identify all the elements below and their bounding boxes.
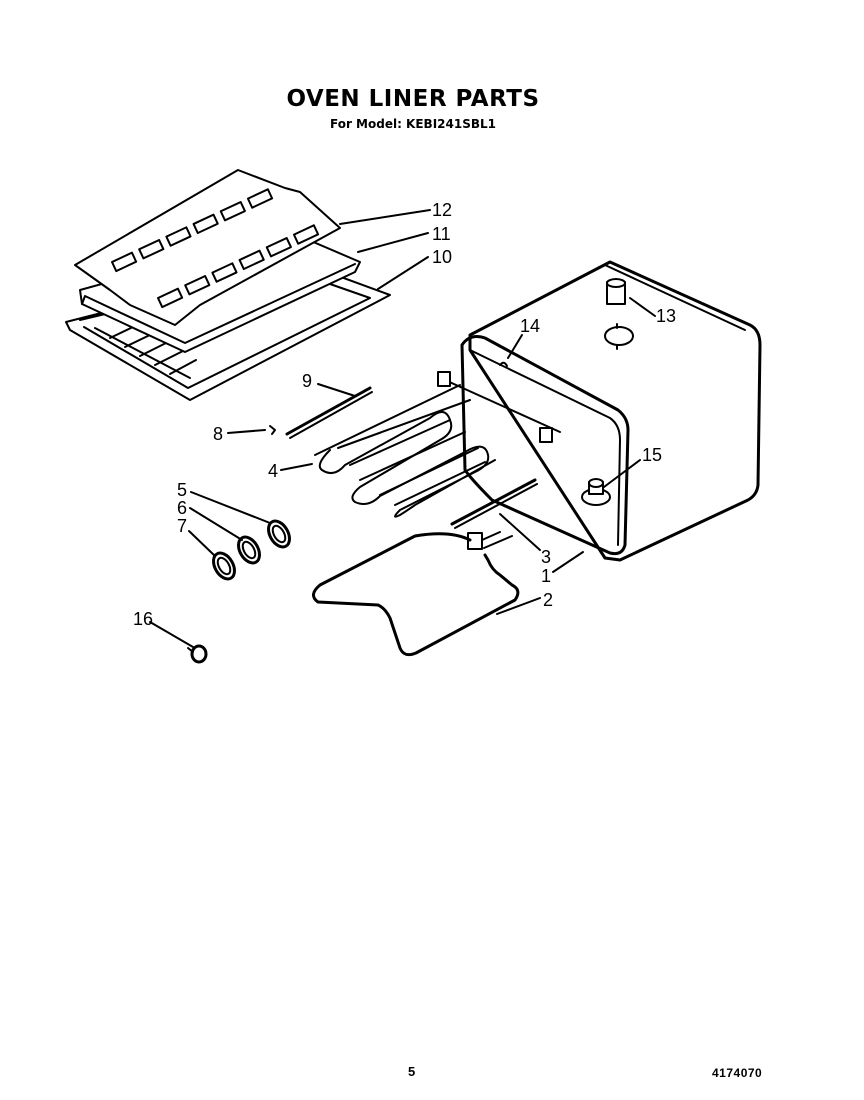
leader-lines — [149, 209, 656, 648]
callout-5: 5 — [177, 480, 187, 500]
part-15-fitting — [581, 478, 611, 506]
part-9-bar — [285, 386, 373, 439]
callout-4: 4 — [268, 461, 278, 481]
page-number: 5 — [408, 1064, 416, 1079]
callout-13: 13 — [656, 306, 676, 326]
callout-labels: 12 11 10 13 14 9 8 4 15 5 6 7 3 1 2 16 — [133, 200, 676, 629]
callout-10: 10 — [432, 247, 452, 267]
callout-12: 12 — [432, 200, 452, 220]
model-subtitle: For Model: KEBI241SBL1 — [330, 117, 496, 131]
callout-7: 7 — [177, 516, 187, 536]
page-title: OVEN LINER PARTS — [286, 86, 540, 112]
part-14-hole — [499, 361, 508, 367]
part-13-cylinder — [604, 278, 634, 350]
part-4-element — [314, 371, 561, 518]
document-code: 4174070 — [712, 1066, 763, 1080]
callout-8: 8 — [213, 424, 223, 444]
callout-16: 16 — [133, 609, 153, 629]
part-3-bar — [450, 478, 538, 550]
part-16-plug — [187, 644, 208, 664]
part-2-element — [312, 532, 520, 657]
callout-15: 15 — [642, 445, 662, 465]
callout-14: 14 — [520, 316, 540, 336]
part-6-gasket — [237, 535, 261, 565]
callout-2: 2 — [543, 590, 553, 610]
part-1-oven-liner — [460, 260, 762, 562]
callout-6: 6 — [177, 498, 187, 518]
callout-9: 9 — [302, 371, 312, 391]
part-12-top-panel — [74, 169, 341, 326]
part-7-gasket — [212, 551, 236, 581]
callout-11: 11 — [432, 224, 451, 244]
callout-3: 3 — [541, 547, 551, 567]
part-5-gasket — [267, 519, 291, 549]
part-8-screw — [269, 425, 276, 435]
callout-1: 1 — [541, 566, 551, 586]
